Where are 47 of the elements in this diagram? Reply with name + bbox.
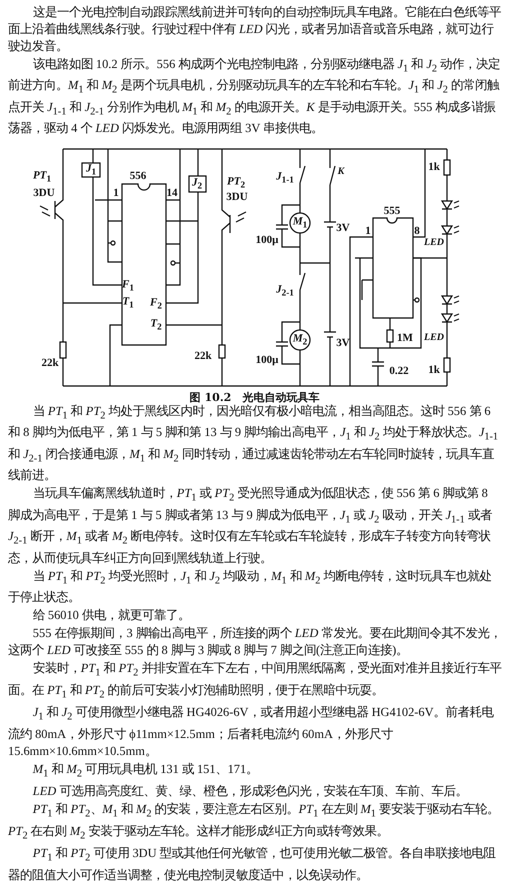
paragraph: M$_{1}$ 和 M$_{2}$ 可用玩具电机 131 或 151、171。 bbox=[32, 760, 260, 782]
switch-label: J$_{1-1}$ bbox=[276, 170, 294, 186]
component-value: 1M bbox=[397, 332, 413, 344]
pin-label: T$_{1}$ bbox=[122, 295, 134, 311]
component-value: 0.22 bbox=[389, 365, 409, 377]
component-label: PT$_{1}$ bbox=[32, 169, 52, 185]
component-label: LED bbox=[424, 332, 444, 344]
paragraph: PT$_{1}$ 和 PT$_{2}$、M$_{1}$ 和 M$_{2}$ 的安装，要注意左右区别。PT$_{1}$ 在左则 M$_{1}$ 要安装于驱动右车轮。PT$_{2}$ 在右则 M$_{2}$ 安装于驱动左车轮。这样才能形成纠正方向或转弯效果。 bbox=[8, 801, 500, 844]
chip-label: 556 bbox=[130, 170, 146, 182]
component-value: 1k bbox=[428, 161, 440, 173]
component-value: 22k bbox=[41, 357, 59, 369]
paragraph: 当玩具车偏离黑线轨道时，PT$_{1}$ 或 PT$_{2}$ 受光照导通成为低阻状态，使 556 第 6 脚或第 8 脚成为高电平，于是第 1 与 5 脚或者第 13 与 9 脚成为低电平，J$_{1}$ 或 J$_{2}$ 吸动，开关 J$_{1-1}$ 或者 J$_{2-1}$ 断开，M$_{1}$ 或者 M$_{2}$ 断电停转。这时仅有左车轮或右车轮旋转，形成车子转变方向转弯状态，从而使玩具车纠正方向回到黑线轨道上行驶。 bbox=[8, 485, 493, 567]
pin-number: 1 bbox=[365, 225, 371, 237]
pin-label: T$_{2}$ bbox=[150, 317, 162, 333]
pin-number: 14 bbox=[166, 187, 178, 199]
switch-label: K bbox=[338, 166, 344, 178]
motor-label: M$_{1}$ bbox=[292, 215, 308, 231]
paragraph: 当 PT$_{1}$ 和 PT$_{2}$ 均受光照时，J$_{1}$ 和 J$_{2}$ 均吸动，M$_{1}$ 和 M$_{2}$ 均断电停转，这时玩具车也就处于停止状态。 bbox=[8, 568, 492, 606]
paragraph: 这是一个光电控制自动跟踪黑线前进并可转向的自动控制玩具车电路。它能在白色纸等平面上沿着曲线黑线条行驶。行驶过程中伴有 LED 闪光，或者另加语音或音乐电路，就可边行驶边发音。 bbox=[8, 4, 502, 55]
paragraph: 当 PT$_{1}$ 和 PT$_{2}$ 均处于黑线区内时，因光暗仅有极小暗电流，相当高阻态。这时 556 第 6 和 8 脚均为低电平，第 1 与 5 脚和第 13 与 9 脚均输出高电平，J$_{1}$ 和 J$_{2}$ 均处于释放状态。J$_{1-1}$ 和 J$_{2-1}$ 闭合接通电源，M$_{1}$ 和 M$_{2}$ 同时转动，通过减速齿轮带动左右车轮同时旋转，玩具车直线前进。 bbox=[8, 403, 500, 484]
paragraph: 给 56010 供电，就更可靠了。 bbox=[32, 607, 191, 624]
component-value: 100μ bbox=[256, 354, 278, 366]
component-value: 1k bbox=[428, 364, 440, 376]
pin-number: 1 bbox=[113, 187, 119, 199]
component-value: 3DU bbox=[226, 191, 248, 203]
relay-label: J$_{2}$ bbox=[192, 176, 202, 192]
paragraph: 该电路如图 10.2 所示。556 构成两个光电控制电路，分别驱动继电器 J$_{1}$ 和 J$_{2}$ 动作，决定前进方向。M$_{1}$ 和 M$_{2}$ 是两个玩具电机，分别驱动玩具车的左车轮和右车轮。J$_{1}$ 和 J$_{2}$ 的常闭触点开关 J$_{1-1}$ 和 J$_{2-1}$ 分别作为电机 M$_{1}$ 和 M$_{2}$ 的电源开关。K 是手动电源开关。555 构成多谐振荡器，驱动 4 个 LED 闪烁发光。电源用两组 3V 串接供电。 bbox=[8, 56, 502, 138]
pin-label: F$_{2}$ bbox=[150, 296, 162, 312]
component-label: LED bbox=[424, 237, 444, 249]
switch-label: J$_{2-1}$ bbox=[276, 283, 294, 299]
chip-label: 555 bbox=[384, 205, 400, 217]
figure-caption: 图 10.2 光电自动玩具车 bbox=[188, 391, 320, 404]
component-value: 100μ bbox=[256, 234, 278, 246]
paragraph: 安装时，PT$_{1}$ 和 PT$_{2}$ 并排安置在车下左右，中间用黑纸隔离，受光面对准并且接近行车平面。在 PT$_{1}$ 和 PT$_{2}$ 的前后可安装小灯泡辅助照明，便于在黑暗中玩耍。 bbox=[8, 660, 502, 702]
component-label: PT$_{2}$ bbox=[226, 175, 246, 191]
paragraph: PT$_{1}$ 和 PT$_{2}$ 可使用 3DU 型或其他任何光敏管，也可使用光敏二极管。各自串联接地电阻器的阻值大小可作适当调整，使光电控制灵敏度适中，以免误动作。 bbox=[8, 845, 497, 884]
component-value: 3V bbox=[336, 222, 350, 234]
paragraph: J$_{1}$ 和 J$_{2}$ 可使用微型小继电器 HG4026-6V，或者用超小型继电器 HG4102-6V。前者耗电流约 80mA，外形尺寸 ϕ11mm×12.5mm；后者耗电流约 60mA，外形尺寸 15.6mm×10.6mm×10.5mm。 bbox=[8, 704, 495, 760]
relay-label: J$_{1}$ bbox=[86, 162, 96, 178]
pin-label: F$_{1}$ bbox=[122, 278, 134, 294]
paragraph: LED 可选用高亮度红、黄、绿、橙色，形成彩色闪光，安装在车顶、车前、车后。 bbox=[32, 783, 468, 800]
component-value: 22k bbox=[194, 350, 212, 362]
paragraph: 555 在停振期间，3 脚输出高电平，所连接的两个 LED 常发光。要在此期间令其不发光，这两个 LED 可改接至 555 的 8 脚与 3 脚或 8 脚与 7 脚之间(注意正向连接)。 bbox=[8, 625, 502, 660]
pin-number: 8 bbox=[414, 225, 420, 237]
component-value: 3DU bbox=[33, 187, 55, 199]
motor-label: M$_{2}$ bbox=[292, 332, 308, 348]
component-value: 3V bbox=[336, 337, 350, 349]
